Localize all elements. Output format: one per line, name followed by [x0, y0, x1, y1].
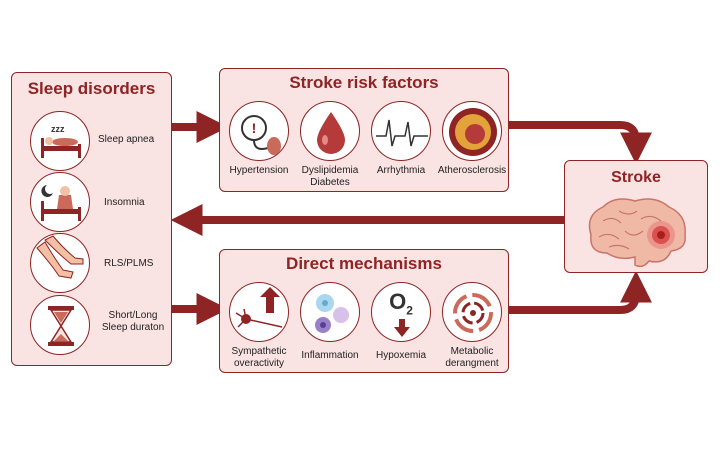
insomnia-label: Insomnia — [104, 197, 145, 208]
svg-text:!: ! — [252, 120, 257, 136]
ecg-icon — [371, 101, 431, 161]
sleeping-person-icon: zzz — [30, 111, 90, 171]
arrow-risk-to-stroke — [509, 121, 652, 165]
arrow-mechanisms-to-stroke — [509, 270, 652, 314]
sleep-disorders-panel: Sleep disorders zzz Sleep apnea Ins — [11, 72, 172, 366]
brain-lesion-icon — [588, 198, 686, 268]
nerve-up-arrow-icon — [229, 282, 289, 342]
o2-letter: O — [389, 289, 407, 314]
hypoxemia-label: Hypoxemia — [375, 350, 427, 361]
o2-symbol: O2 — [372, 289, 430, 317]
sleep-disorders-title: Sleep disorders — [27, 79, 156, 98]
mechanisms-title: Direct mechanisms — [286, 254, 442, 273]
immune-cells-icon — [300, 282, 360, 342]
sleep-apnea-label: Sleep apnea — [98, 134, 155, 145]
risk-factors-panel: Stroke risk factors ! — [219, 68, 509, 192]
metabolic-cycle-icon — [442, 282, 502, 342]
sympathetic-overactivity-label: Sympathetic overactivity — [231, 346, 287, 369]
blood-drop-icon — [300, 101, 360, 161]
atherosclerosis-label: Atherosclerosis — [437, 165, 507, 176]
hypertension-label: Hypertension — [229, 165, 289, 176]
artery-plaque-icon — [442, 101, 502, 161]
o2-subscript: 2 — [406, 303, 413, 318]
dyslipidemia-diabetes-label: Dyslipidemia Diabetes — [301, 165, 359, 188]
stroke-panel: Stroke — [564, 160, 708, 273]
inflammation-label: Inflammation — [301, 350, 359, 361]
blood-pressure-icon: ! — [229, 101, 289, 161]
arrhythmia-label: Arrhythmia — [376, 165, 426, 176]
o2-down-icon: O2 — [371, 282, 431, 342]
rls-plms-label: RLS/PLMS — [104, 258, 154, 269]
mechanisms-panel: Direct mechanisms O2 — [219, 249, 509, 373]
sleepless-person-icon — [30, 172, 90, 232]
risk-factors-title: Stroke risk factors — [289, 73, 439, 92]
metabolic-derangment-label: Metabolic derangment — [445, 346, 499, 369]
legs-icon — [30, 233, 90, 293]
stroke-title: Stroke — [611, 169, 661, 186]
sleep-duration-label: Short/Long Sleep duraton — [101, 310, 165, 333]
svg-text:zzz: zzz — [51, 124, 65, 134]
hourglass-icon — [30, 295, 90, 355]
